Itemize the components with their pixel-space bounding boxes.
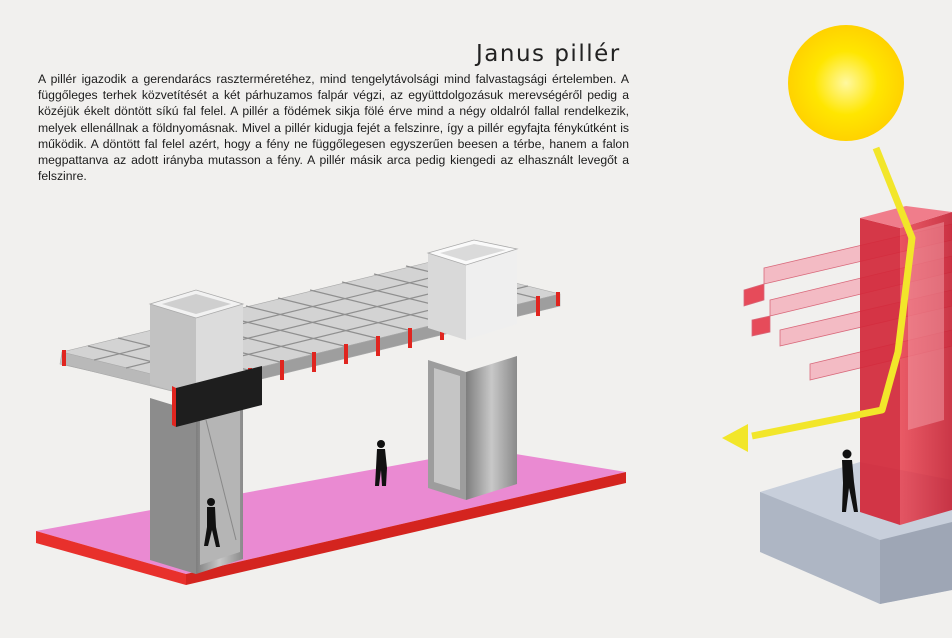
pillar-right-head xyxy=(428,240,517,340)
pillar-left xyxy=(150,396,243,574)
sun-icon xyxy=(788,25,904,141)
arrow-left-icon xyxy=(722,424,748,452)
description-text: A pillér igazodik a gerendarács raszterm… xyxy=(38,71,629,184)
glass-pillar xyxy=(860,206,952,525)
pillar-right xyxy=(428,356,517,500)
ground-slab xyxy=(36,449,626,585)
page-title: Janus pillér xyxy=(476,41,636,67)
